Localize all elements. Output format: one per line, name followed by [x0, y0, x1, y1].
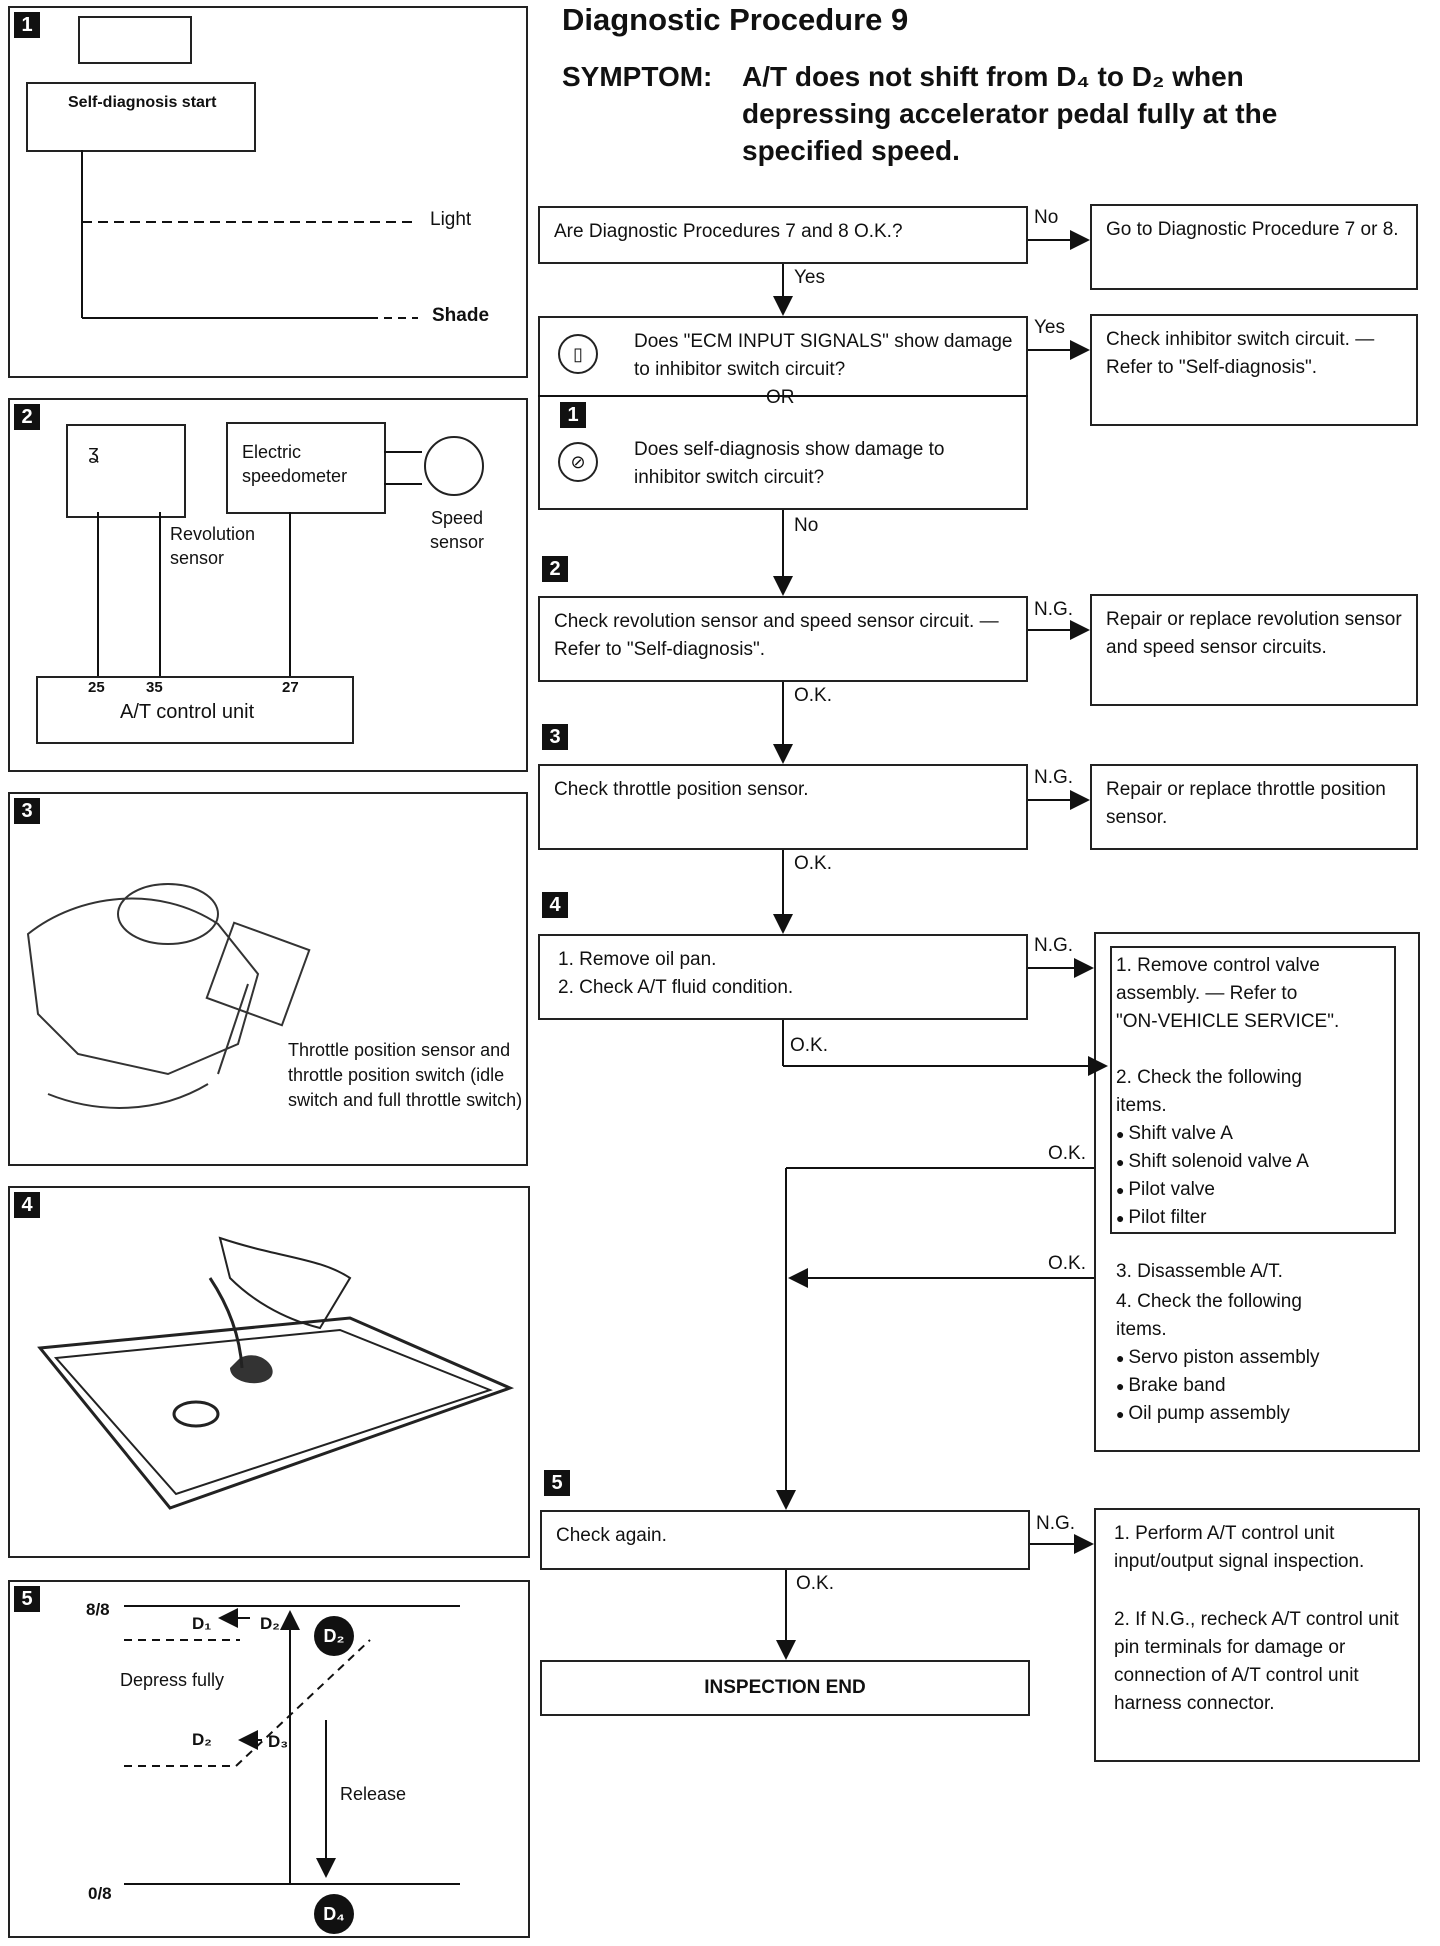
y-axis-top-label: 8/8: [86, 1600, 110, 1619]
d2-badge: D₂: [314, 1616, 354, 1656]
question-self-diagnosis: Does self-diagnosis show damage to inhib…: [634, 439, 945, 488]
question-ecm-signals: Does "ECM INPUT SIGNALS" show damage to …: [634, 331, 1013, 380]
s5-ng-item2: 2. If N.G., recheck A/T control unit pin…: [1114, 1609, 1399, 1714]
panel-number: 3: [14, 798, 40, 824]
q2-yes-label: Yes: [1034, 317, 1065, 338]
s4-line1: 1. Remove oil pan.: [558, 949, 717, 970]
s3-ok-label: O.K.: [794, 853, 833, 874]
question-procedures-ok: Are Diagnostic Procedures 7 and 8 O.K.?: [538, 206, 1028, 264]
d3-label: D₃: [268, 1732, 289, 1751]
r-item1: 1. Remove control valve assembly. — Refe…: [1116, 955, 1340, 1032]
repair-throttle-box: Repair or replace throttle position sens…: [1090, 764, 1418, 850]
control-valve-outer-box: [1094, 932, 1420, 1452]
speedometer-box: Electric speedometer: [226, 422, 386, 514]
coil-icon: ʓ: [88, 442, 99, 464]
or-label: OR: [766, 387, 795, 408]
y-axis-bottom-label: 0/8: [88, 1884, 112, 1903]
r-item4: 4. Check the following items.: [1116, 1291, 1302, 1340]
panel-sensor-circuit: 2 ʓ Electric speedometer Revolution sens…: [8, 398, 528, 772]
release-label: Release: [340, 1784, 407, 1804]
engine-illustration: [26, 883, 311, 1109]
repair-revolution-box: Repair or replace revolution sensor and …: [1090, 594, 1418, 706]
step-number: 2: [542, 556, 568, 582]
blank-box: [78, 16, 192, 64]
inspection-end-box: INSPECTION END: [540, 1660, 1030, 1716]
control-unit-label: A/T control unit: [120, 701, 255, 723]
panel-number: 2: [14, 404, 40, 430]
control-unit-box: 25 35 27 A/T control unit: [36, 676, 354, 744]
check-revolution-sensor: Check revolution sensor and speed sensor…: [538, 596, 1028, 682]
d1-label: D₁: [192, 1614, 212, 1633]
s3-ng-label: N.G.: [1034, 767, 1074, 788]
oil-pan-illustration: [37, 1236, 515, 1510]
inspection-end-label: INSPECTION END: [704, 1677, 866, 1698]
r-bullet-1: Shift valve A: [1116, 1122, 1233, 1146]
perform-inspection-box: 1. Perform A/T control unit input/output…: [1094, 1508, 1420, 1762]
q1-yes-label: Yes: [794, 267, 825, 288]
q1-no-label: No: [1034, 207, 1059, 228]
speed-sensor-icon: [424, 436, 484, 496]
r-bullet-5: Servo piston assembly: [1116, 1346, 1319, 1370]
s5-ok-label: O.K.: [796, 1573, 835, 1594]
s5-ng-item1: 1. Perform A/T control unit input/output…: [1114, 1523, 1365, 1572]
revolution-sensor-box: [66, 424, 186, 518]
r-bullet-2: Shift solenoid valve A: [1116, 1150, 1309, 1174]
symptom-text: A/T does not shift from D₄ to D₂ when de…: [742, 61, 1278, 166]
speed-sensor-label: Speed sensor: [429, 508, 485, 552]
s4-ok-label: O.K.: [790, 1035, 829, 1056]
goto-procedure-box: Go to Diagnostic Procedure 7 or 8.: [1090, 204, 1418, 290]
s4-line2: 2. Check A/T fluid condition.: [558, 977, 794, 998]
panel-number: 5: [14, 1586, 40, 1612]
s2-ng-label: N.G.: [1034, 599, 1074, 620]
panel-shift-diagram: 5 8/8 0/8 D₁ D₂ D₂ D₃ Depress fully Rele…: [8, 1580, 530, 1938]
check-again-box: Check again.: [540, 1510, 1030, 1570]
no-tool-icon: ⊘: [558, 442, 598, 482]
d2-top-label: D₂: [260, 1614, 280, 1633]
pin-27: 27: [282, 679, 299, 696]
r-bullet-6: Brake band: [1116, 1374, 1225, 1398]
step-number: 5: [544, 1470, 570, 1496]
pin-25: 25: [88, 679, 105, 696]
panel-self-diagnosis: 1 Self-diagnosis start Light Shade: [8, 6, 528, 378]
s5-ng-label: N.G.: [1036, 1513, 1076, 1534]
check-inhibitor-box: Check inhibitor switch circuit. — Refer …: [1090, 314, 1418, 426]
r-item2: 2. Check the following items.: [1116, 1067, 1302, 1116]
pin-35: 35: [146, 679, 163, 696]
s2-ok-label: O.K.: [794, 685, 833, 706]
r-item3: 3. Disassemble A/T.: [1116, 1261, 1283, 1282]
throttle-caption: Throttle position sensor and throttle po…: [288, 1040, 523, 1110]
step-number: 1: [560, 402, 586, 428]
speedometer-label: Electric speedometer: [242, 442, 348, 486]
depress-label: Depress fully: [120, 1670, 225, 1690]
symptom-heading: SYMPTOM: A/T does not shift from D₄ to D₂…: [562, 58, 1362, 169]
panel-oil-pan: 4: [8, 1186, 530, 1558]
r-bullet-4: Pilot filter: [1116, 1206, 1206, 1230]
r-bullet-3: Pilot valve: [1116, 1178, 1215, 1202]
control-valve-inner-box: [1110, 946, 1396, 1234]
step-number: 3: [542, 724, 568, 750]
page-title: Diagnostic Procedure 9: [562, 2, 909, 37]
question-inhibitor-group: ▯ Does "ECM INPUT SIGNALS" show damage t…: [538, 316, 1028, 510]
panel-number: 1: [14, 12, 40, 38]
r-bullet-7: Oil pump assembly: [1116, 1402, 1290, 1426]
s4-ng-label: N.G.: [1034, 935, 1074, 956]
consult-icon: ▯: [558, 334, 598, 374]
d4-badge: D₄: [314, 1894, 354, 1934]
start-label: Self-diagnosis start: [68, 94, 217, 111]
shade-label: Shade: [432, 305, 490, 326]
q2-no-label: No: [794, 515, 819, 536]
revolution-sensor-label: Revolution sensor: [170, 524, 256, 568]
start-box: Self-diagnosis start: [26, 82, 256, 152]
step-number: 4: [542, 892, 568, 918]
right-ok-1: O.K.: [1048, 1143, 1087, 1164]
light-label: Light: [430, 209, 472, 230]
panel-throttle-sensor: 3 Throttle position sensor and throttle …: [8, 792, 528, 1166]
right-ok-2: O.K.: [1048, 1253, 1087, 1274]
panel-number: 4: [14, 1192, 40, 1218]
check-throttle-sensor: Check throttle position sensor.: [538, 764, 1028, 850]
remove-oil-pan-box: 1. Remove oil pan. 2. Check A/T fluid co…: [538, 934, 1028, 1020]
symptom-label: SYMPTOM:: [562, 61, 713, 92]
d2-mid-label: D₂: [192, 1730, 212, 1749]
